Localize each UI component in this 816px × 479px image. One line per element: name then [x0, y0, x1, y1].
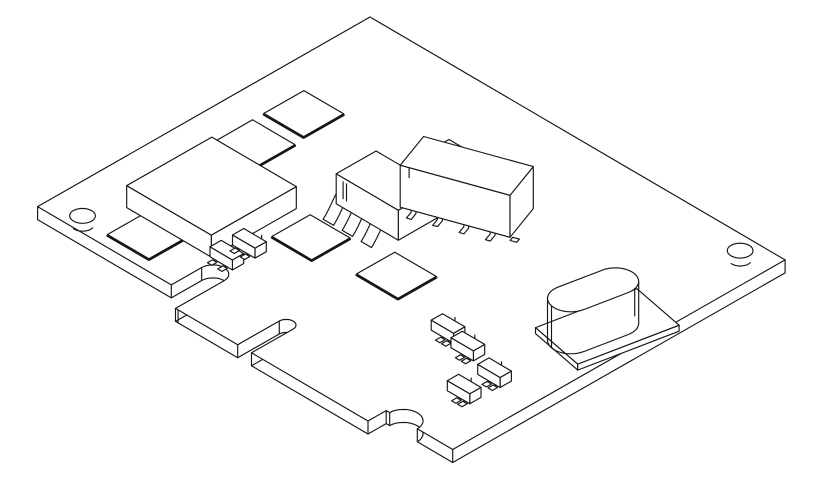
mounting-hole-left: [69, 207, 96, 232]
smd-pad-1: [262, 90, 345, 139]
smd-transformer: [399, 135, 534, 243]
transistor-2: [229, 227, 267, 261]
transistor-6: [477, 357, 512, 392]
crystal-oscillator: [534, 267, 680, 371]
smd-ic-gullwing: [322, 150, 439, 249]
mounting-hole-right: [726, 242, 754, 267]
transistor-4: [450, 330, 486, 365]
transistor-5: [446, 373, 482, 408]
smd-pad-5: [355, 251, 438, 301]
smd-pad-4: [270, 214, 352, 263]
